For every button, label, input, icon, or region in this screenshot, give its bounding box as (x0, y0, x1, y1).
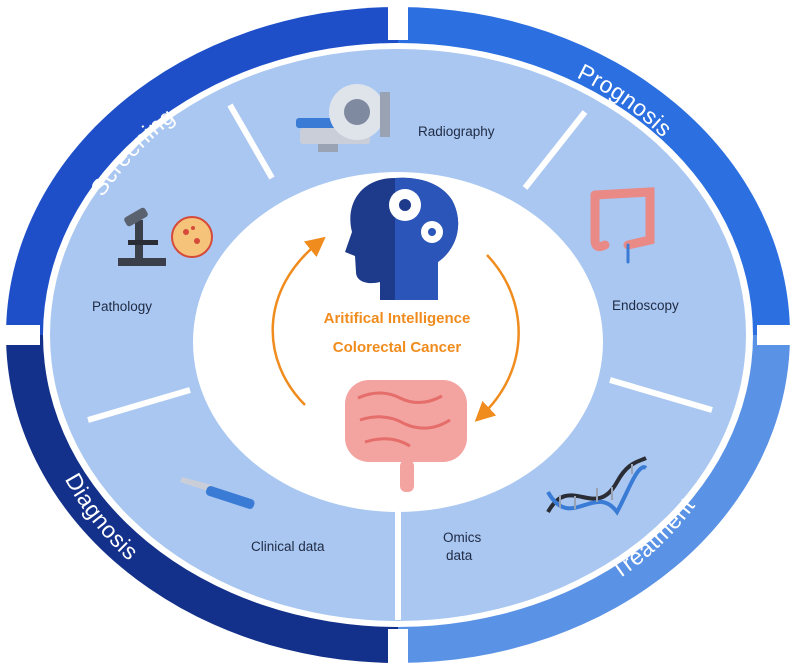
label-omics-line1: Omics (443, 530, 481, 545)
center-circle (193, 172, 603, 512)
brain-gears-head-icon (345, 177, 459, 300)
label-omics-line2: data (446, 548, 473, 563)
arrow-right (474, 254, 520, 422)
colon-endoscope-icon (590, 187, 655, 264)
dna-helix-icon (546, 456, 648, 516)
microscope-icon (118, 207, 213, 266)
intestine-icon (345, 380, 467, 492)
inner-ring-dividers (87, 103, 713, 620)
center-title-line1: Aritifical Intelligence (324, 310, 471, 327)
center-title-line2: Colorectal Cancer (333, 339, 462, 356)
label-endoscopy: Endoscopy (612, 298, 679, 313)
label-radiography: Radiography (418, 124, 495, 139)
scalpel-icon (180, 477, 255, 509)
label-pathology: Pathology (92, 299, 152, 314)
ct-scanner-icon (296, 84, 390, 152)
arrow-left (271, 236, 326, 406)
label-clinical-data: Clinical data (251, 539, 325, 554)
